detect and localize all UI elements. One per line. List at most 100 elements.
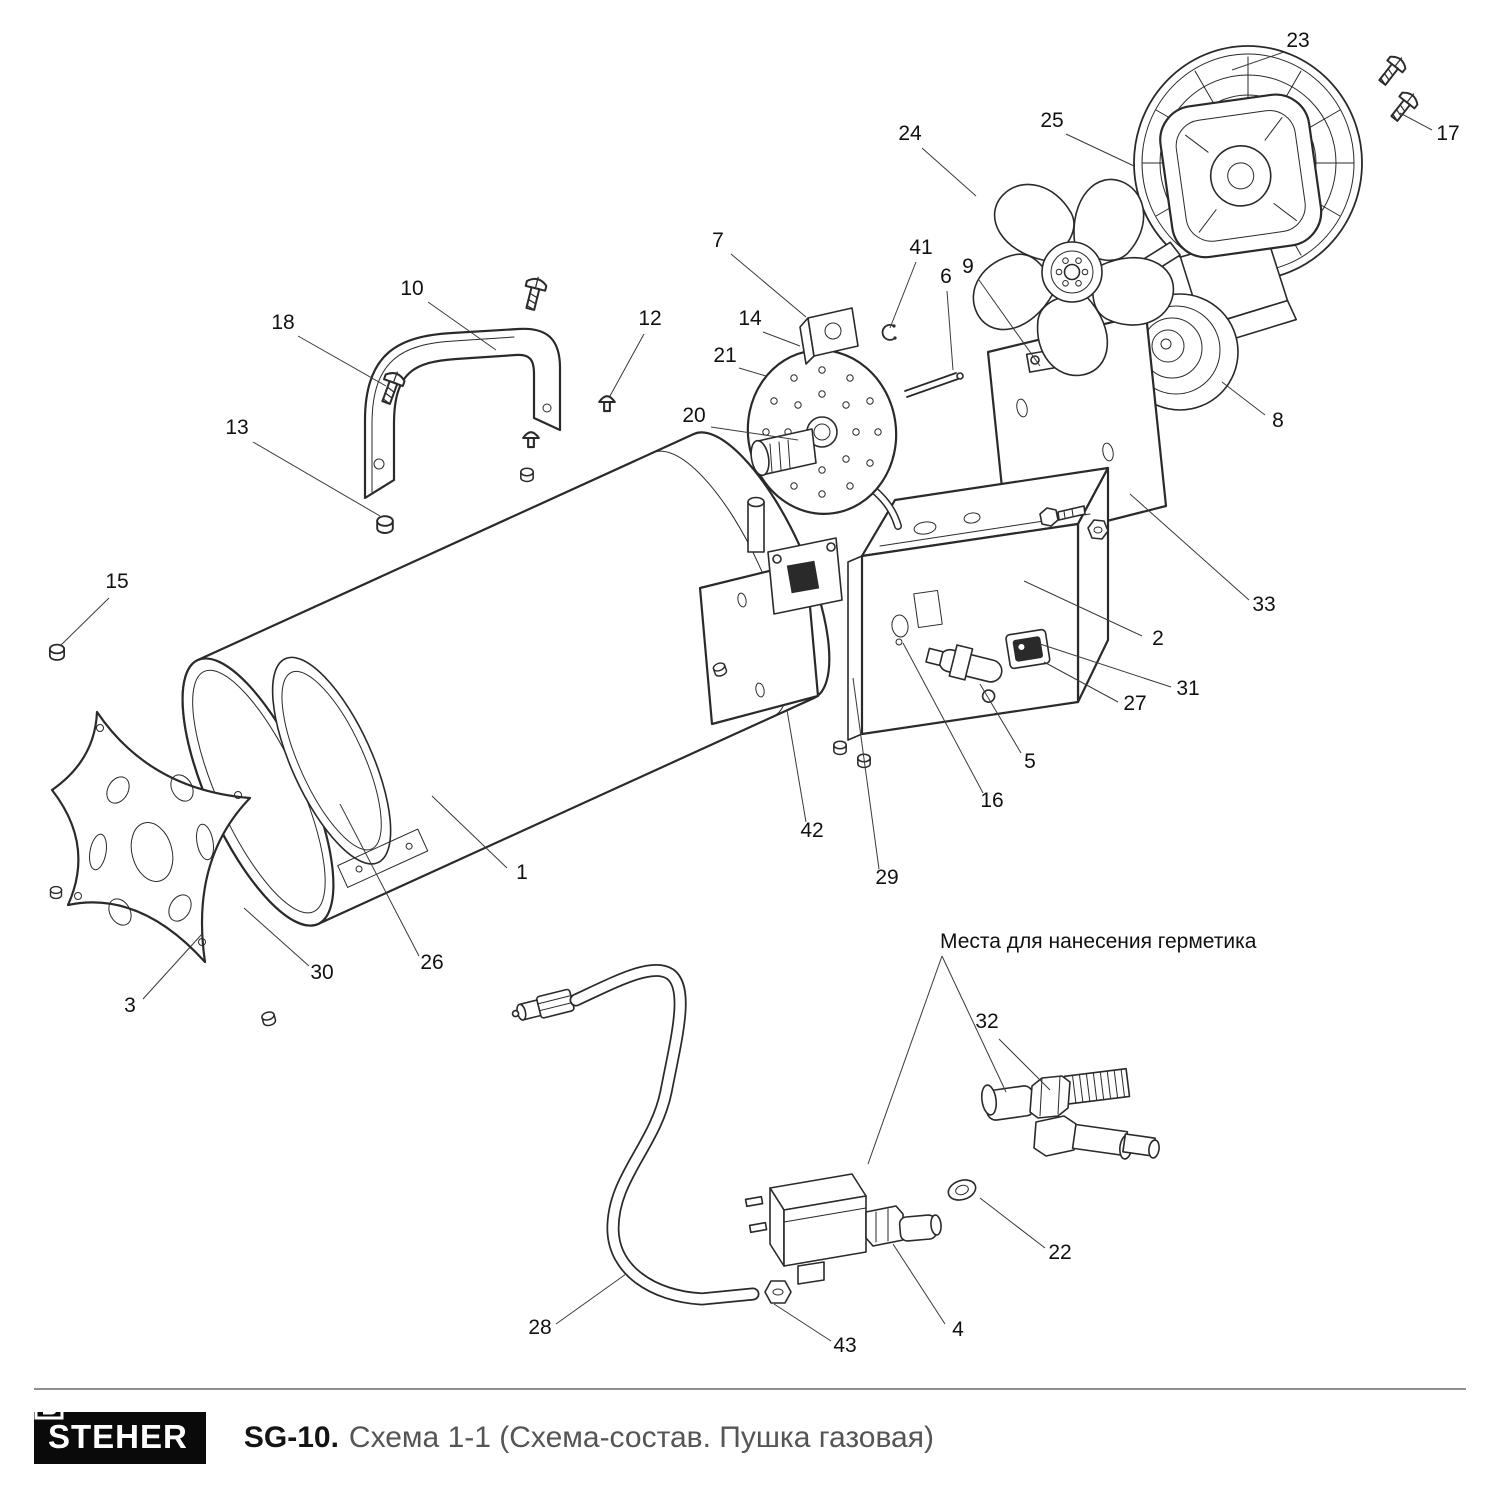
steher-logo: STEHER xyxy=(34,1390,206,1464)
retaining-ring xyxy=(881,323,897,341)
electrode-rod xyxy=(904,372,964,398)
sealant-leader-2 xyxy=(941,955,1007,1093)
inlet-fitting xyxy=(511,988,575,1021)
leader-line-13 xyxy=(252,441,381,517)
nut xyxy=(49,885,63,900)
leader-line-10 xyxy=(427,301,497,351)
leader-line-9 xyxy=(978,279,1041,367)
leader-line-7 xyxy=(730,253,807,318)
guard-screw xyxy=(1373,51,1411,90)
gas-tube xyxy=(569,963,760,1306)
leader-line-18 xyxy=(297,335,387,387)
callout-18: 18 xyxy=(271,311,294,334)
brand-name: STEHER xyxy=(48,1418,188,1455)
leader-line-15 xyxy=(59,597,110,647)
power-switch xyxy=(1005,628,1051,670)
callout-31: 31 xyxy=(1176,677,1199,700)
callout-3: 3 xyxy=(124,994,136,1017)
callout-42: 42 xyxy=(800,819,823,842)
callout-29: 29 xyxy=(875,866,898,889)
nut xyxy=(260,1009,278,1028)
leader-line-1 xyxy=(431,795,508,869)
sealant-leader-1 xyxy=(867,955,943,1165)
leader-line-17 xyxy=(1399,112,1433,131)
leader-line-42 xyxy=(786,709,807,823)
callout-21: 21 xyxy=(713,344,736,367)
washer xyxy=(947,1179,977,1201)
leader-line-26 xyxy=(339,803,420,957)
handle xyxy=(363,327,562,500)
callout-32: 32 xyxy=(975,1010,998,1033)
nut xyxy=(833,740,847,756)
push-nut xyxy=(376,515,394,534)
gas-valve xyxy=(925,644,1003,703)
leader-line-8 xyxy=(1221,381,1266,416)
leader-line-22 xyxy=(979,1197,1046,1249)
leader-line-32 xyxy=(998,1038,1051,1091)
leader-line-16 xyxy=(902,642,984,794)
callout-14: 14 xyxy=(738,307,762,330)
leader-line-6 xyxy=(946,290,954,371)
callout-5: 5 xyxy=(1024,750,1036,773)
footer: STEHER SG-10. Схема 1-1 (Схема-состав. Пу… xyxy=(34,1388,1466,1464)
sealant-annotation: Места для нанесения герметика xyxy=(867,930,1257,1165)
callout-41: 41 xyxy=(909,236,932,259)
callout-1: 1 xyxy=(516,861,528,884)
leader-line-23 xyxy=(1231,51,1285,71)
leader-line-12 xyxy=(609,333,645,397)
leader-line-31 xyxy=(1039,643,1172,688)
leader-line-14 xyxy=(762,331,801,347)
callout-23: 23 xyxy=(1286,29,1309,52)
leader-line-30 xyxy=(243,907,310,967)
solenoid-valve xyxy=(744,1173,942,1285)
callout-26: 26 xyxy=(420,951,443,974)
fan xyxy=(962,166,1183,377)
rivet xyxy=(522,431,540,449)
leader-line-27 xyxy=(1043,661,1119,703)
callout-17: 17 xyxy=(1436,122,1459,145)
handle-screw xyxy=(519,273,549,313)
tee-fitting xyxy=(980,1067,1160,1160)
nut xyxy=(48,643,66,661)
callout-43: 43 xyxy=(833,1334,856,1357)
callout-6: 6 xyxy=(940,265,952,288)
leader-line-3 xyxy=(142,933,203,1000)
sealant-note: Места для нанесения герметика xyxy=(940,930,1257,953)
callout-27: 27 xyxy=(1123,692,1146,715)
burner-nozzle-tube xyxy=(750,428,817,477)
steher-logo-icon xyxy=(34,1390,64,1420)
model-number: SG-10. xyxy=(243,1421,339,1454)
tube-nut xyxy=(764,1280,792,1304)
burner-assembly xyxy=(746,307,964,615)
leader-line-24 xyxy=(921,147,977,197)
leader-line-29 xyxy=(852,677,880,870)
leader-line-2 xyxy=(1023,580,1143,637)
callout-33: 33 xyxy=(1252,593,1275,616)
leader-line-28 xyxy=(555,1273,627,1325)
callout-9: 9 xyxy=(962,255,974,278)
callout-16: 16 xyxy=(980,789,1003,812)
callout-4: 4 xyxy=(952,1318,964,1341)
callout-25: 25 xyxy=(1040,109,1063,132)
chassis-frame xyxy=(847,466,1110,741)
leader-line-43 xyxy=(773,1303,832,1342)
guard-screw xyxy=(1385,87,1423,126)
leader-line-4 xyxy=(892,1243,946,1325)
leader-line-41 xyxy=(889,261,917,329)
callout-12: 12 xyxy=(638,307,661,330)
callout-10: 10 xyxy=(400,277,423,300)
leader-line-21 xyxy=(738,367,767,377)
gas-line-assembly xyxy=(511,963,1160,1306)
push-nut xyxy=(520,467,534,483)
drawing-caption: SG-10. Схема 1-1 (Схема-состав. Пушка газ… xyxy=(244,1421,934,1455)
frame-bolt xyxy=(1039,505,1109,540)
scheme-title: Схема 1-1 (Схема-состав. Пушка газовая) xyxy=(348,1421,934,1454)
leader-line-33 xyxy=(1129,493,1250,601)
callout-7: 7 xyxy=(712,229,724,252)
callout-20: 20 xyxy=(682,404,705,427)
leader-line-25 xyxy=(1065,133,1135,167)
callout-15: 15 xyxy=(105,570,128,593)
